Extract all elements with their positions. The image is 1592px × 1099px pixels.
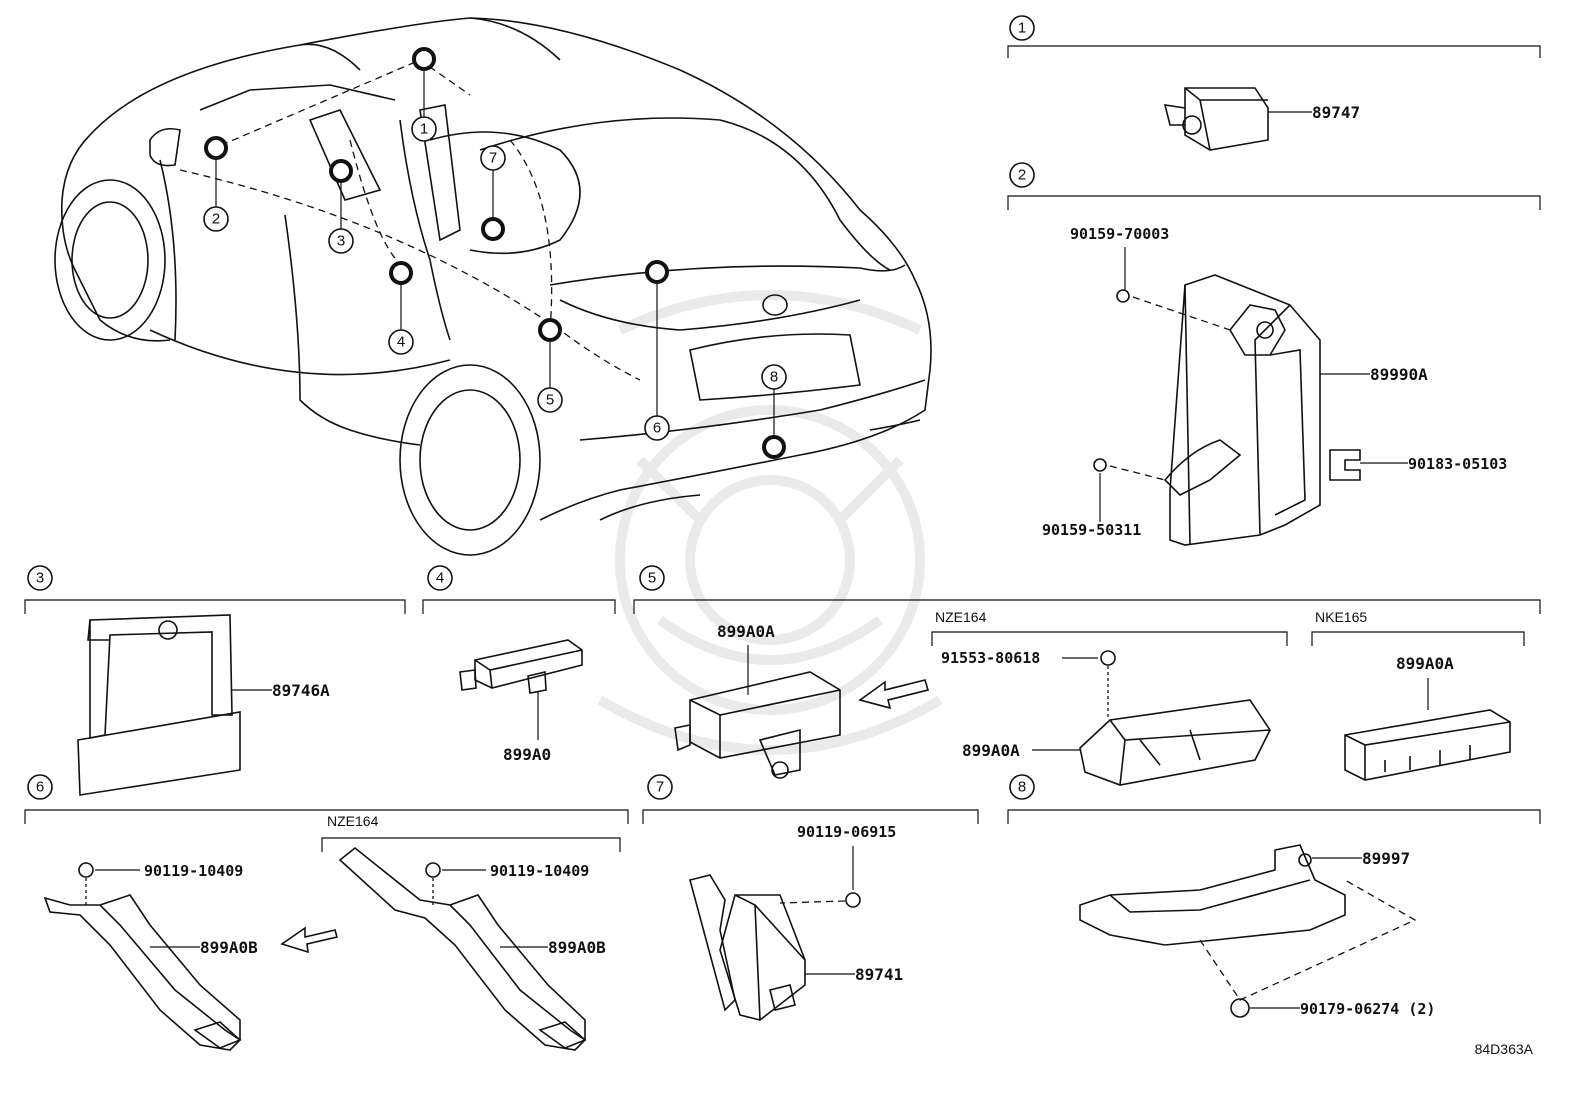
part-label-899A0A: 899A0A bbox=[717, 622, 775, 641]
reference-code: 84D363A bbox=[1475, 1041, 1534, 1057]
part-899A0A-drawing bbox=[674, 671, 841, 779]
section-2: 2 90159-70003 89990A 90183-05103 90159-5… bbox=[1007, 162, 1541, 546]
watermark-logo bbox=[597, 290, 943, 755]
car-marker-4: 4 bbox=[388, 329, 414, 355]
svg-text:5: 5 bbox=[648, 570, 656, 587]
svg-text:2: 2 bbox=[1018, 167, 1026, 184]
part-899A0A-nke165-drawing bbox=[1344, 709, 1511, 781]
part-label-899A0A-nze164: 899A0A bbox=[962, 741, 1020, 760]
svg-text:3: 3 bbox=[337, 233, 345, 250]
part-label-899A0B: 899A0B bbox=[200, 938, 258, 957]
svg-text:6: 6 bbox=[653, 420, 661, 437]
svg-text:1: 1 bbox=[1018, 20, 1026, 37]
part-89997-drawing bbox=[1079, 844, 1346, 946]
part-label-90119-06915: 90119-06915 bbox=[797, 823, 896, 841]
direction-arrow-icon bbox=[280, 926, 339, 954]
car-marker-3: 3 bbox=[328, 228, 354, 254]
svg-text:4: 4 bbox=[436, 570, 444, 587]
section-6: 6 90119-10409 899A0B NZE164 90119-10409 … bbox=[24, 774, 629, 1051]
svg-text:8: 8 bbox=[1018, 779, 1026, 796]
section-7: 7 90119-06915 89741 bbox=[642, 774, 979, 1021]
part-89746A-drawing bbox=[77, 614, 241, 796]
svg-text:3: 3 bbox=[36, 570, 44, 587]
svg-text:1: 1 bbox=[420, 121, 428, 138]
section-5: 5 899A0A NZE164 91553-80618 899A0A bbox=[633, 565, 1541, 786]
part-899A0A-nze164-drawing bbox=[1079, 699, 1271, 786]
part-label-899A0: 899A0 bbox=[503, 745, 551, 764]
part-label-90159-70003: 90159-70003 bbox=[1070, 225, 1169, 243]
section-8: 8 89997 90179-06274 (2) bbox=[1007, 774, 1541, 1018]
svg-text:7: 7 bbox=[656, 779, 664, 796]
svg-text:5: 5 bbox=[546, 392, 554, 409]
part-89990A-drawing bbox=[1163, 274, 1321, 546]
car-marker-1: 1 bbox=[411, 116, 437, 142]
section-1: 1 89747 bbox=[1007, 15, 1541, 151]
part-label-89746A: 89746A bbox=[272, 681, 330, 700]
part-899A0B-nze164-drawing bbox=[338, 846, 587, 1051]
svg-text:2: 2 bbox=[212, 211, 220, 228]
variant-label-nke165: NKE165 bbox=[1315, 609, 1367, 625]
part-label-89741: 89741 bbox=[855, 965, 903, 984]
direction-arrow-icon bbox=[858, 679, 930, 710]
part-899A0B-drawing bbox=[43, 894, 242, 1051]
part-label-91553-80618: 91553-80618 bbox=[941, 649, 1040, 667]
car-illustration: 1 2 3 4 5 6 7 8 bbox=[54, 17, 932, 556]
car-marker-8: 8 bbox=[761, 364, 787, 390]
part-89747-drawing bbox=[1163, 87, 1269, 151]
section-3: 3 89746A bbox=[24, 565, 406, 796]
part-label-89997: 89997 bbox=[1362, 849, 1410, 868]
part-label-899A0B-nze164: 899A0B bbox=[548, 938, 606, 957]
svg-text:4: 4 bbox=[397, 334, 405, 351]
part-label-90179-06274: 90179-06274 (2) bbox=[1300, 1000, 1435, 1018]
part-label-90183-05103: 90183-05103 bbox=[1408, 455, 1507, 473]
variant-label-nze164-6: NZE164 bbox=[327, 813, 379, 829]
car-marker-6: 6 bbox=[644, 415, 670, 441]
car-marker-5: 5 bbox=[537, 387, 563, 413]
svg-text:8: 8 bbox=[770, 369, 778, 386]
svg-text:6: 6 bbox=[36, 779, 44, 796]
car-marker-7: 7 bbox=[480, 145, 506, 171]
part-label-90119-10409-nze164: 90119-10409 bbox=[490, 862, 589, 880]
section-4: 4 899A0 bbox=[422, 565, 616, 764]
car-marker-2: 2 bbox=[203, 206, 229, 232]
part-899A0-drawing bbox=[459, 639, 583, 694]
part-label-89990A: 89990A bbox=[1370, 365, 1428, 384]
part-label-90119-10409: 90119-10409 bbox=[144, 862, 243, 880]
part-label-89747: 89747 bbox=[1312, 103, 1360, 122]
variant-label-nze164: NZE164 bbox=[935, 609, 987, 625]
part-89741-drawing bbox=[689, 874, 806, 1021]
svg-text:7: 7 bbox=[489, 150, 497, 167]
part-label-899A0A-nke165: 899A0A bbox=[1396, 654, 1454, 673]
part-label-90159-50311: 90159-50311 bbox=[1042, 521, 1141, 539]
